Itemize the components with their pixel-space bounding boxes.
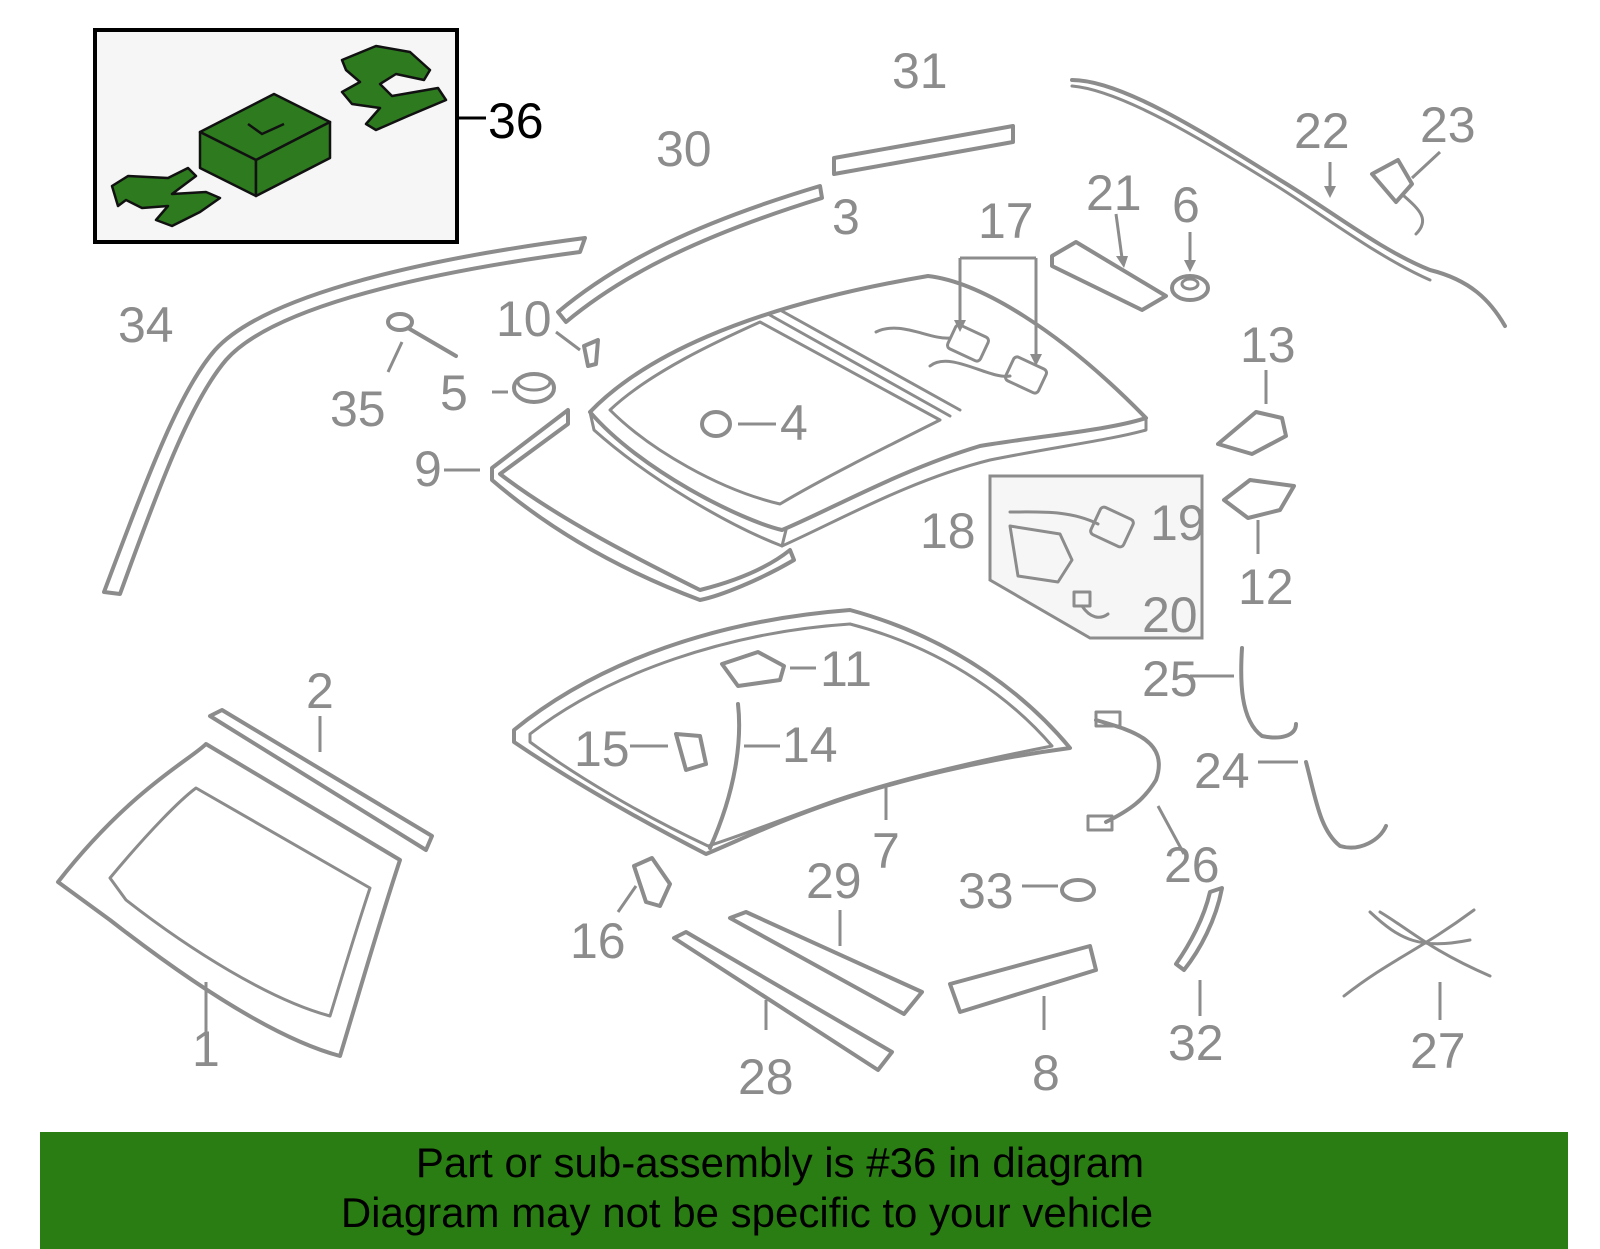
label-23: 23 <box>1420 97 1476 153</box>
part-32[interactable] <box>1174 886 1224 1016</box>
part-10[interactable] <box>555 330 600 368</box>
label-4: 4 <box>780 395 808 451</box>
label-36: 36 <box>488 93 544 149</box>
label-11: 11 <box>820 641 872 697</box>
label-18: 18 <box>920 503 976 559</box>
label-34: 34 <box>118 297 174 353</box>
label-8: 8 <box>1032 1045 1060 1101</box>
label-16: 16 <box>570 913 626 969</box>
label-14: 14 <box>782 717 838 773</box>
label-2: 2 <box>306 663 334 719</box>
part-23[interactable] <box>1370 150 1442 236</box>
label-13: 13 <box>1240 317 1296 373</box>
part-34-trim-strip[interactable] <box>102 236 587 596</box>
banner-line-1: Part or sub-assembly is #36 in diagram <box>415 1139 1145 1186</box>
label-28: 28 <box>738 1049 794 1105</box>
part-14[interactable] <box>708 702 780 850</box>
banner-line-2: Diagram may not be specific to your vehi… <box>340 1189 1154 1236</box>
label-29: 29 <box>806 853 862 909</box>
label-10: 10 <box>496 291 552 347</box>
label-9: 9 <box>414 441 442 497</box>
label-27: 27 <box>1410 1023 1466 1079</box>
part-5[interactable] <box>492 372 556 404</box>
part-3-roof-panel[interactable] <box>588 274 1148 548</box>
label-7: 7 <box>872 823 900 879</box>
part-1-windshield-frame[interactable] <box>56 742 402 1058</box>
part-9-frame[interactable] <box>444 408 796 602</box>
part-6[interactable] <box>1170 232 1210 302</box>
part-33[interactable] <box>1022 878 1096 902</box>
part-36-inset[interactable] <box>93 28 486 244</box>
part-24[interactable] <box>1258 760 1388 850</box>
label-30: 30 <box>656 121 712 177</box>
label-35: 35 <box>330 381 386 437</box>
label-26: 26 <box>1164 837 1220 893</box>
part-15[interactable] <box>630 732 708 772</box>
part-2-strip[interactable] <box>208 708 434 852</box>
label-15: 15 <box>574 721 630 777</box>
part-12[interactable] <box>1222 478 1296 554</box>
label-31: 31 <box>892 43 948 99</box>
part-27-harness[interactable] <box>1342 908 1492 1020</box>
part-8[interactable] <box>948 944 1098 1030</box>
part-29-strip[interactable] <box>728 910 924 1016</box>
part-28-strip[interactable] <box>672 930 894 1072</box>
label-32: 32 <box>1168 1015 1224 1071</box>
label-19: 19 <box>1150 495 1206 551</box>
part-17-motors[interactable] <box>874 256 1048 395</box>
part-11[interactable] <box>720 650 816 688</box>
label-33: 33 <box>958 863 1014 919</box>
parts-18-20-inset[interactable] <box>988 474 1204 640</box>
label-20: 20 <box>1142 587 1198 643</box>
label-1: 1 <box>192 1021 220 1077</box>
part-21[interactable] <box>1050 213 1168 312</box>
label-12: 12 <box>1238 559 1294 615</box>
part-22-harness[interactable] <box>1070 78 1507 328</box>
part-7-headliner[interactable] <box>512 608 1072 856</box>
label-5: 5 <box>440 365 468 421</box>
label-3: 3 <box>832 189 860 245</box>
info-banner: Part or sub-assembly is #36 in diagram D… <box>40 1132 1568 1249</box>
part-25[interactable] <box>1190 646 1298 740</box>
label-25: 25 <box>1142 651 1198 707</box>
part-26-harness[interactable] <box>1086 710 1186 855</box>
label-6: 6 <box>1172 177 1200 233</box>
label-17: 17 <box>978 193 1034 249</box>
part-16[interactable] <box>616 856 672 913</box>
label-22: 22 <box>1294 103 1350 159</box>
label-24: 24 <box>1194 743 1250 799</box>
part-31-strip[interactable] <box>832 124 1015 176</box>
part-13[interactable] <box>1216 370 1288 456</box>
part-35[interactable] <box>386 312 458 373</box>
part-30-strip[interactable] <box>556 184 824 324</box>
label-21: 21 <box>1086 165 1142 221</box>
part-4[interactable] <box>700 410 776 438</box>
